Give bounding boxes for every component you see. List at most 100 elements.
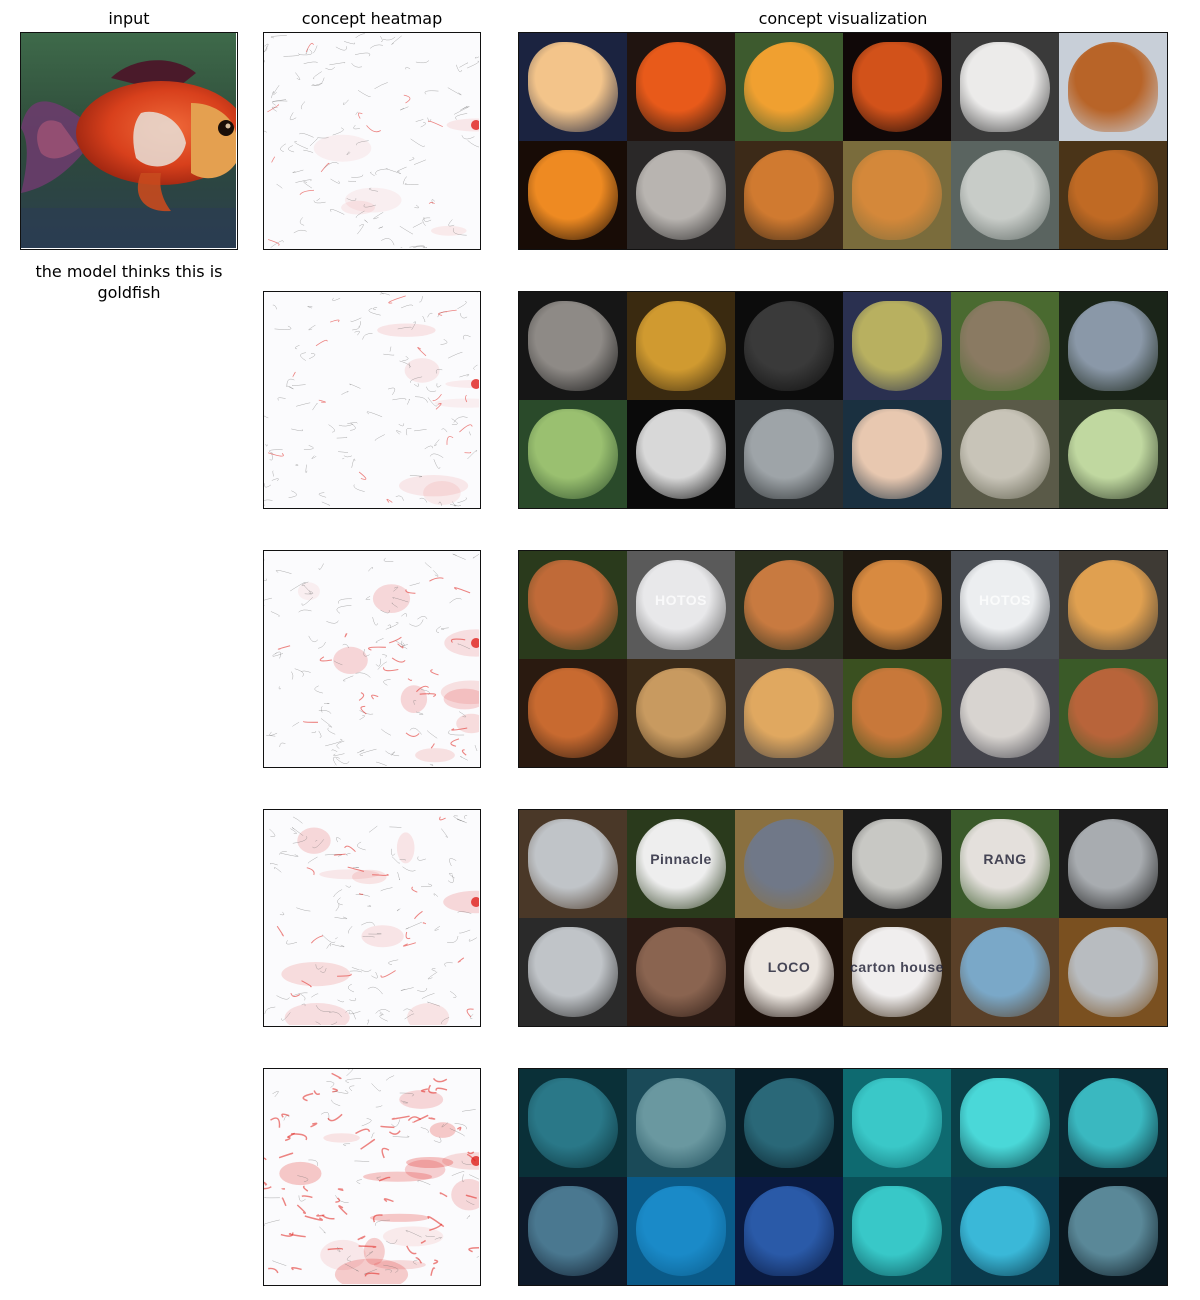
edge-line	[296, 907, 311, 912]
edge-line	[417, 1180, 431, 1185]
concept-mask	[743, 667, 835, 759]
edge-line	[360, 969, 372, 972]
edge-line	[391, 751, 395, 756]
heat-blob	[344, 187, 402, 213]
tile-caption: HOTOS	[978, 592, 1032, 609]
edge-line	[459, 756, 468, 761]
edge-line	[450, 738, 460, 747]
edge-line	[467, 140, 479, 148]
edge-line	[427, 1001, 440, 1007]
edge-line	[298, 609, 312, 613]
concept-mask	[1067, 1077, 1159, 1169]
edge-line	[405, 428, 412, 436]
concept-mask	[635, 559, 727, 651]
concept-tile-fireplace	[843, 33, 951, 141]
heatmap-svg	[264, 815, 479, 1025]
edge-line	[288, 145, 295, 153]
concept-mask	[1067, 667, 1159, 759]
concept-tile-parrot	[1059, 810, 1167, 918]
edge-line	[280, 143, 286, 152]
edge-line	[397, 643, 404, 649]
edge-line	[334, 937, 338, 940]
edge-line	[343, 1143, 351, 1147]
edge-line	[264, 597, 272, 606]
edge-line	[382, 36, 396, 41]
concept-tile-fox: HOTOS	[627, 551, 735, 659]
concept-tile-underwater	[843, 1177, 951, 1285]
concept-tile-pufferfish	[519, 400, 627, 508]
heat-blob	[399, 475, 469, 497]
edge-line	[319, 1226, 326, 1234]
heat-blob	[361, 925, 404, 948]
concept-tile-robin	[735, 141, 843, 249]
edge-line	[337, 1188, 344, 1192]
edge-line	[264, 1186, 272, 1190]
edge-line	[413, 383, 419, 387]
edge-line	[276, 995, 290, 1000]
concept-tile-underwater	[843, 1069, 951, 1177]
edge-line	[303, 445, 314, 450]
edge-line	[458, 711, 467, 718]
edge-line	[449, 1128, 465, 1137]
edge-line	[346, 151, 351, 155]
concept-mask	[635, 41, 727, 133]
edge-line	[271, 156, 276, 163]
edge-line	[320, 162, 330, 173]
edge-line	[400, 1100, 409, 1104]
edge-line	[283, 53, 300, 57]
edge-line	[380, 292, 385, 295]
edge-line	[469, 1014, 474, 1019]
edge-line	[355, 1128, 371, 1135]
edge-line	[385, 750, 400, 757]
edge-line	[419, 497, 428, 503]
edge-line	[366, 411, 383, 418]
heat-blob	[443, 890, 479, 914]
edge-line	[401, 613, 407, 617]
edge-line	[289, 112, 297, 121]
heat-blob	[281, 962, 351, 987]
edge-line	[363, 648, 370, 657]
edge-line	[299, 132, 314, 138]
edge-line	[375, 1105, 383, 1108]
edge-line	[411, 321, 416, 330]
edge-line	[468, 937, 478, 942]
edge-line	[399, 106, 409, 111]
edge-line	[335, 1195, 349, 1203]
edge-line	[344, 41, 356, 45]
edge-line	[326, 620, 339, 624]
edge-line	[461, 135, 475, 140]
edge-line	[309, 138, 318, 147]
edge-line	[332, 127, 344, 136]
edge-line	[371, 971, 378, 979]
heat-blob	[320, 1239, 366, 1271]
edge-line	[472, 553, 479, 559]
concept-tile-fox	[735, 659, 843, 767]
edge-line	[379, 293, 390, 296]
edge-line	[429, 453, 444, 458]
heat-blob	[399, 1090, 444, 1109]
concept-tile-underwater	[951, 1069, 1059, 1177]
concept-tile-pufferfish	[1059, 400, 1167, 508]
edge-line	[280, 1232, 294, 1237]
edge-line	[401, 640, 408, 646]
edge-line	[278, 686, 282, 690]
concept-mask	[743, 408, 835, 500]
edge-line	[349, 997, 357, 1002]
edge-line	[422, 315, 426, 323]
edge-line	[404, 182, 419, 186]
edge-line	[274, 325, 292, 330]
concept-tile-golf-ball: carton house	[843, 918, 951, 1026]
edge-line	[453, 416, 468, 423]
concept-heatmap-3	[263, 550, 481, 768]
edge-line	[308, 353, 316, 360]
edge-line	[385, 168, 401, 174]
edge-line	[422, 922, 427, 925]
column-title-input: input	[108, 9, 150, 28]
edge-line	[361, 921, 375, 926]
concept-mask	[851, 41, 943, 133]
edge-line	[430, 669, 439, 676]
edge-line	[357, 90, 371, 98]
edge-line	[423, 216, 432, 222]
edge-line	[372, 1214, 383, 1223]
edge-line	[351, 458, 356, 468]
